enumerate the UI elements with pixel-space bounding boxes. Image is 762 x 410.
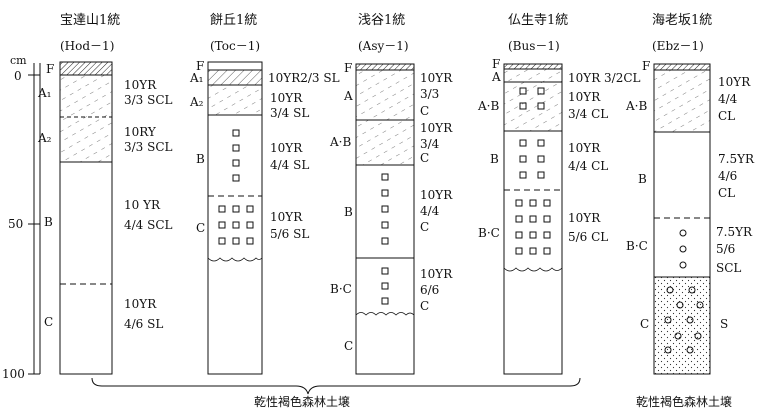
horizon-desc: 7.5YR	[718, 152, 755, 166]
horizon-desc: C	[420, 104, 429, 118]
depth-axis: cm 0 50 100	[2, 54, 40, 381]
axis-tick-label: 0	[14, 69, 22, 83]
horizon-desc: C	[420, 220, 429, 234]
profile-code: (Hod－1)	[60, 39, 114, 53]
axis-tick-label: 50	[8, 217, 23, 231]
horizon-desc: 10YR2/3 SL	[268, 71, 340, 85]
profile-name: 宝達山1統	[60, 13, 120, 28]
horizon-desc: 7.5YR	[716, 225, 753, 239]
horizon-label: B	[344, 205, 353, 219]
horizon-label: B	[490, 152, 499, 166]
horizon-desc: 3/4 SL	[270, 106, 309, 120]
profile-code: (Ebz－1)	[652, 39, 704, 53]
horizon-desc: 4/6	[718, 169, 737, 183]
horizon-label: F	[492, 57, 500, 71]
profile-name: 餅丘1統	[210, 13, 257, 28]
horizon-label: C	[44, 315, 53, 329]
horizon-label: A·B	[477, 99, 499, 113]
horizon-desc: 4/4 CL	[568, 159, 608, 173]
group-brace	[92, 378, 580, 394]
profile-name: 海老坂1統	[652, 13, 712, 28]
horizon-desc: 4/4 SCL	[124, 218, 173, 232]
horizon-desc: 10YR	[718, 75, 751, 89]
horizon-label: F	[46, 62, 54, 76]
horizon-desc: C	[420, 299, 429, 313]
horizon-desc: 3/3 SCL	[124, 140, 173, 154]
profile-code: (Asy－1)	[358, 39, 409, 53]
horizon-desc: 10 YR	[124, 198, 161, 212]
horizon-desc: CL	[718, 109, 735, 123]
horizon-desc: 4/6 SL	[124, 317, 163, 331]
profile-name: 浅谷1統	[358, 13, 405, 28]
horizon-label: B·C	[478, 226, 500, 240]
horizon-label: C	[640, 317, 649, 331]
horizon-desc: 5/6 SL	[270, 227, 309, 241]
axis-tick-label: 100	[2, 367, 25, 381]
group-label: 乾性褐色森林土壌	[254, 394, 350, 409]
horizon-label: A₂	[37, 131, 52, 145]
profile-ebz-1: 海老坂1統 (Ebz－1) F A·B B B·C C 10YR 4/4 CL …	[625, 13, 755, 374]
horizon-desc: 10YR	[270, 210, 303, 224]
horizon-desc: 10YR	[270, 141, 303, 155]
horizon-desc: 5/6	[716, 242, 735, 256]
axis-unit: cm	[10, 54, 27, 67]
horizon-desc: CL	[718, 186, 735, 200]
profile-code: (Bus－1)	[508, 39, 560, 53]
horizon-desc: S	[720, 317, 728, 331]
profile-toc-1: 餅丘1統 (Toc－1) F A₁ A₂ B C 10YR2/3 SL 10YR…	[189, 13, 340, 374]
horizon-label: C	[344, 339, 353, 353]
horizon-desc: 10YR	[270, 91, 303, 105]
horizon-desc: 5/6 CL	[568, 230, 608, 244]
horizon-label: F	[344, 61, 352, 75]
horizon-desc: SCL	[716, 261, 741, 275]
horizon-desc: 10YR	[420, 121, 453, 135]
horizon-desc: 4/4	[718, 92, 738, 106]
horizon-label: C	[196, 221, 205, 235]
horizon-desc: 10YR	[568, 90, 601, 104]
profile-bus-1: 仏生寺1統 (Bus－1) F A A·B B B·C 10YR 3/2CL 1…	[477, 13, 641, 374]
horizon-desc: 10YR	[568, 141, 601, 155]
horizon-label: B	[196, 152, 205, 166]
horizon-label: A₁	[37, 86, 51, 100]
horizon-label: B	[44, 215, 53, 229]
horizon-desc: 3/3 SCL	[124, 93, 173, 107]
horizon-desc: 4/4 SL	[270, 158, 309, 172]
horizon-desc: 6/6	[420, 283, 439, 297]
horizon-desc: 3/4	[420, 137, 440, 151]
group-label: 乾性褐色森林土壌	[636, 394, 732, 409]
profile-hod-1: 宝達山1統 (Hod－1) F A₁ A₂ B C 10YR 3/3 SCL 1…	[37, 13, 173, 374]
horizon-desc: 10YR	[124, 78, 157, 92]
horizon-label: B	[638, 172, 647, 186]
horizon-desc: 10YR	[420, 188, 453, 202]
horizon-label: A₁	[189, 71, 203, 85]
horizon-label: B·C	[330, 282, 352, 296]
horizon-label: A·B	[329, 135, 351, 149]
horizon-desc: 10YR	[124, 297, 157, 311]
horizon-desc: 10RY	[124, 125, 157, 139]
horizon-desc: 3/3	[420, 87, 439, 101]
horizon-desc: 10YR 3/2CL	[568, 71, 641, 85]
horizon-label: A	[491, 70, 501, 84]
horizon-desc: 10YR	[420, 71, 453, 85]
horizon-desc: 10YR	[420, 267, 453, 281]
profile-name: 仏生寺1統	[508, 13, 568, 28]
horizon-label: A₂	[189, 95, 204, 109]
horizon-label: A·B	[625, 99, 647, 113]
horizon-desc: C	[420, 151, 429, 165]
horizon-label: F	[642, 59, 650, 73]
horizon-label: A	[343, 89, 353, 103]
horizon-desc: 4/4	[420, 204, 440, 218]
profile-code: (Toc－1)	[210, 39, 260, 53]
horizon-desc: 3/4 CL	[568, 107, 608, 121]
horizon-desc: 10YR	[568, 211, 601, 225]
horizon-label: B·C	[626, 239, 648, 253]
profile-asy-1: 浅谷1統 (Asy－1) F A A·B B B·C C 10YR 3/3 C …	[329, 13, 453, 374]
